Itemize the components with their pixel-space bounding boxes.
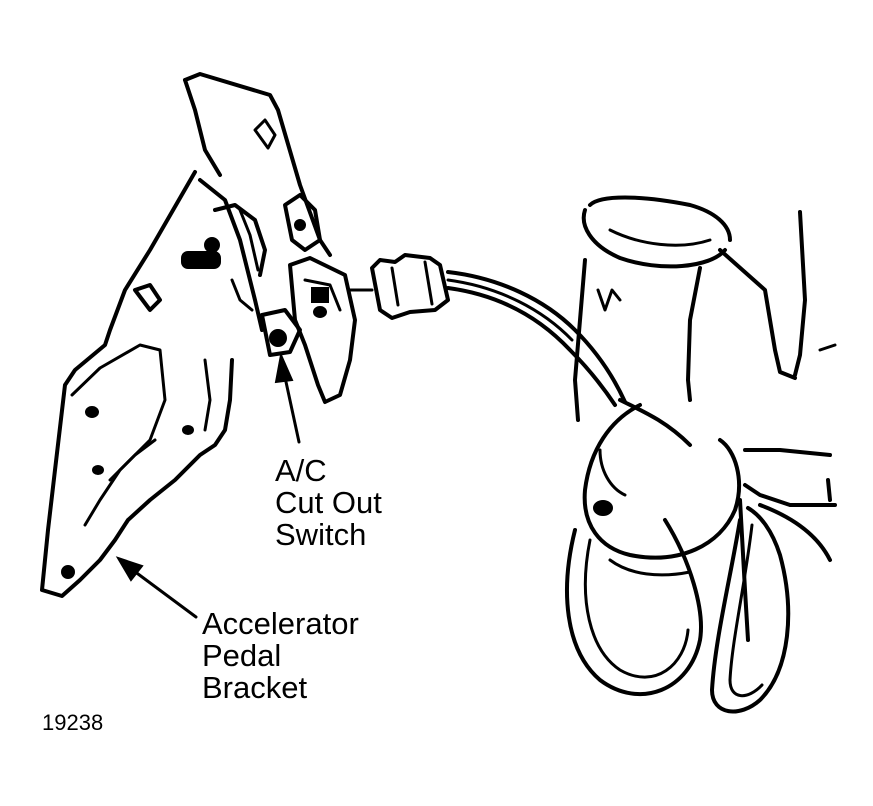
ac-cut-out-switch-label: A/C Cut Out Switch bbox=[275, 455, 382, 551]
switch-connector bbox=[348, 253, 450, 320]
bracket-leader-line bbox=[128, 566, 198, 619]
bracket-label-line-1: Accelerator bbox=[202, 606, 359, 641]
wiring-harness bbox=[446, 270, 832, 714]
bracket-arrowhead bbox=[115, 556, 144, 582]
accelerator-pedal-bracket-label: Accelerator Pedal Bracket bbox=[202, 608, 359, 704]
steering-column-support bbox=[573, 195, 837, 642]
switch-label-line-3: Switch bbox=[275, 517, 367, 552]
accelerator-pedal-bracket bbox=[40, 170, 234, 598]
leader-arrows bbox=[115, 351, 301, 619]
switch-label-line-1: A/C bbox=[275, 453, 327, 488]
ac-cut-out-switch bbox=[181, 72, 357, 404]
switch-arrowhead bbox=[274, 351, 294, 384]
bracket-label-line-3: Bracket bbox=[202, 670, 308, 705]
figure-number: 19238 bbox=[42, 710, 104, 735]
bracket-label-line-2: Pedal bbox=[202, 638, 282, 673]
switch-label-line-2: Cut Out bbox=[275, 485, 382, 520]
